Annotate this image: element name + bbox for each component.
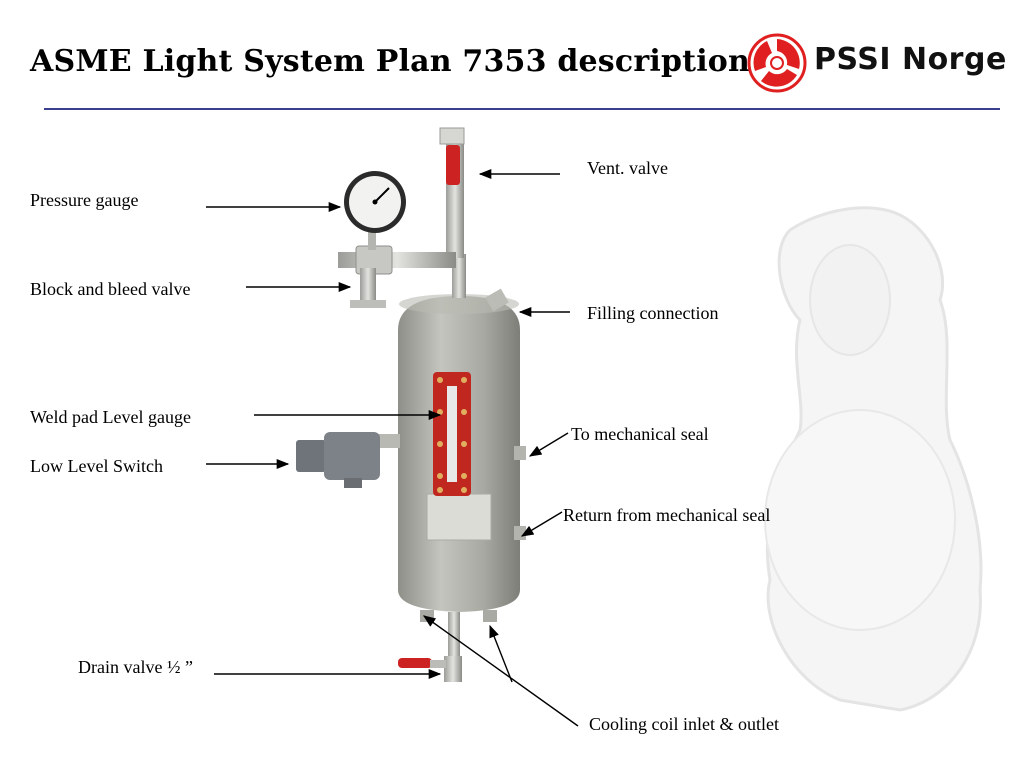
- label-vent-valve: Vent. valve: [587, 158, 668, 178]
- label-filling-connection: Filling connection: [587, 303, 719, 323]
- top-piping: [338, 127, 466, 308]
- return-seal-nozzle: [514, 526, 526, 540]
- vent-valve-handle: [446, 145, 460, 185]
- pssi-logo: [747, 33, 807, 93]
- label-return-from-mechanical-seal: Return from mechanical seal: [563, 505, 771, 525]
- to-seal-nozzle: [514, 446, 526, 460]
- label-weld-pad-level-gauge: Weld pad Level gauge: [30, 407, 191, 427]
- label-to-mechanical-seal: To mechanical seal: [571, 424, 709, 444]
- pssi-logo-text: PSSI Norge: [814, 42, 1007, 77]
- reservoir-vessel: [398, 288, 526, 658]
- level-gauge-glass: [447, 386, 457, 482]
- block-bleed-stem: [360, 268, 376, 308]
- arrow-cooling-inlet: [422, 615, 579, 727]
- label-low-level-switch: Low Level Switch: [30, 456, 163, 476]
- low-level-switch: [296, 432, 400, 488]
- filling-connection: [485, 288, 509, 312]
- label-drain-valve: Drain valve ½ ”: [78, 657, 193, 677]
- arrow-cooling-outlet: [489, 624, 513, 683]
- label-pressure-gauge: Pressure gauge: [30, 190, 139, 210]
- title-divider: [44, 108, 1000, 110]
- drain-valve: [398, 656, 462, 682]
- arrow-to-seal: [528, 432, 569, 457]
- page-title: ASME Light System Plan 7353 description: [30, 44, 751, 79]
- nameplate: [426, 493, 492, 541]
- background-watermark: [764, 206, 983, 712]
- pressure-gauge: [344, 171, 406, 233]
- label-block-bleed-valve: Block and bleed valve: [30, 279, 191, 299]
- pssi-logo-icon: [747, 33, 807, 93]
- leader-arrows: [206, 168, 579, 727]
- label-cooling-coil: Cooling coil inlet & outlet: [589, 714, 779, 734]
- arrow-return-seal: [520, 511, 563, 537]
